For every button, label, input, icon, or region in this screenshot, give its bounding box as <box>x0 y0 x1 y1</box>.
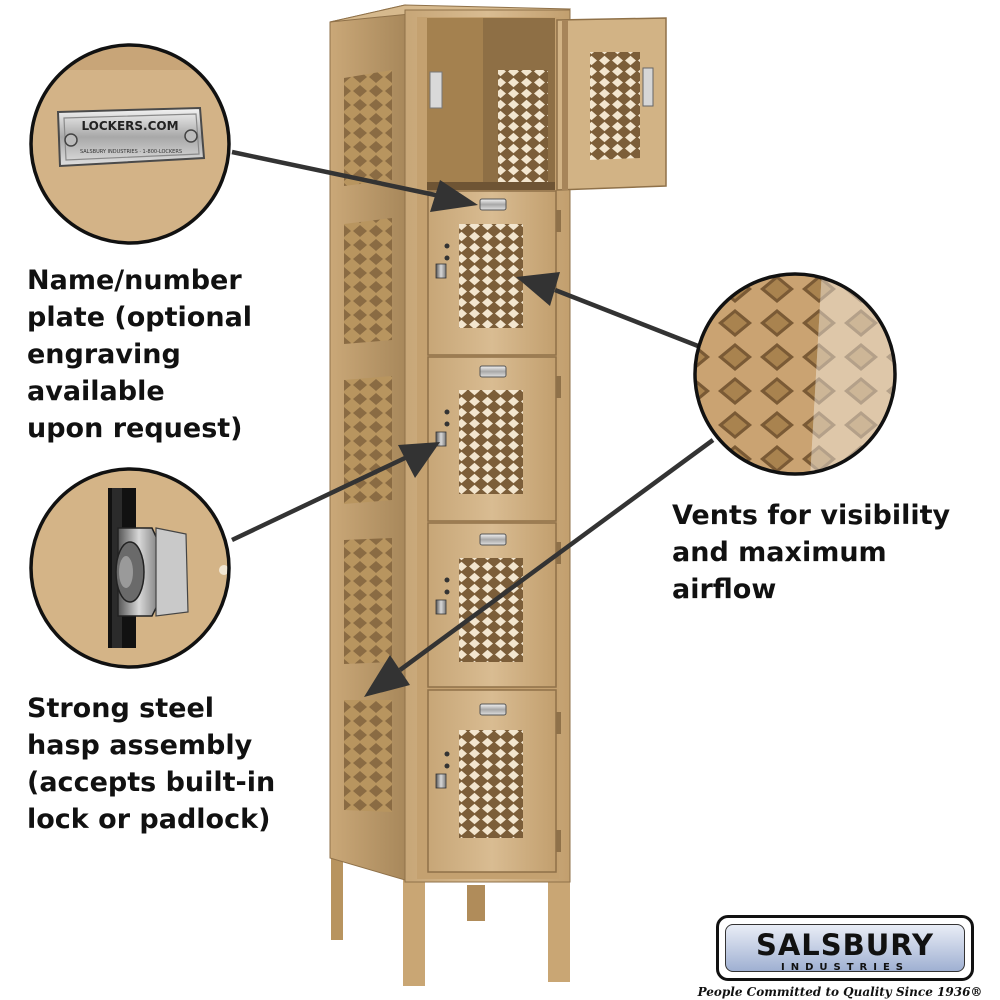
locker-leg <box>403 870 425 986</box>
callout-arrows <box>231 149 715 697</box>
brand-logo: SALSBURY INDUSTRIES <box>716 915 974 981</box>
hasp-callout-label: Strong steel hasp assembly (accepts buil… <box>27 693 276 835</box>
door <box>427 190 557 356</box>
locker-leg <box>467 885 485 921</box>
brand-subtitle: INDUSTRIES <box>781 962 909 973</box>
plate-callout-label: Name/number plate (optional engraving av… <box>27 265 253 444</box>
door <box>427 356 557 522</box>
vent-closeup <box>693 272 897 476</box>
brand-name: SALSBURY <box>755 928 935 962</box>
vents-callout-label: Vents for visibility and maximum airflow <box>672 500 951 605</box>
arrow-plate <box>231 149 478 212</box>
side-vent <box>344 700 392 812</box>
side-vent <box>344 70 392 186</box>
open-door <box>556 17 667 191</box>
hasp-closeup <box>29 467 231 669</box>
brand-logo-badge: SALSBURY INDUSTRIES <box>725 924 965 973</box>
side-vent <box>344 538 392 664</box>
brand-tagline: People Committed to Quality Since 1936® <box>697 985 983 999</box>
door <box>427 689 557 873</box>
locker-leg <box>548 862 570 982</box>
arrow-vents-lower <box>364 438 715 697</box>
locker-leg <box>331 848 343 940</box>
plate-closeup: LOCKERS.COM SALSBURY INDUSTRIES · 1-800-… <box>29 43 231 245</box>
arrow-vents-upper <box>516 272 699 349</box>
side-vent <box>344 218 392 344</box>
open-compartment <box>427 18 555 190</box>
locker <box>329 4 667 986</box>
plate-brand-text: LOCKERS.COM <box>81 119 178 133</box>
plate-small-text: SALSBURY INDUSTRIES · 1-800-LOCKERS <box>80 149 182 155</box>
arrow-hasp <box>231 442 440 543</box>
